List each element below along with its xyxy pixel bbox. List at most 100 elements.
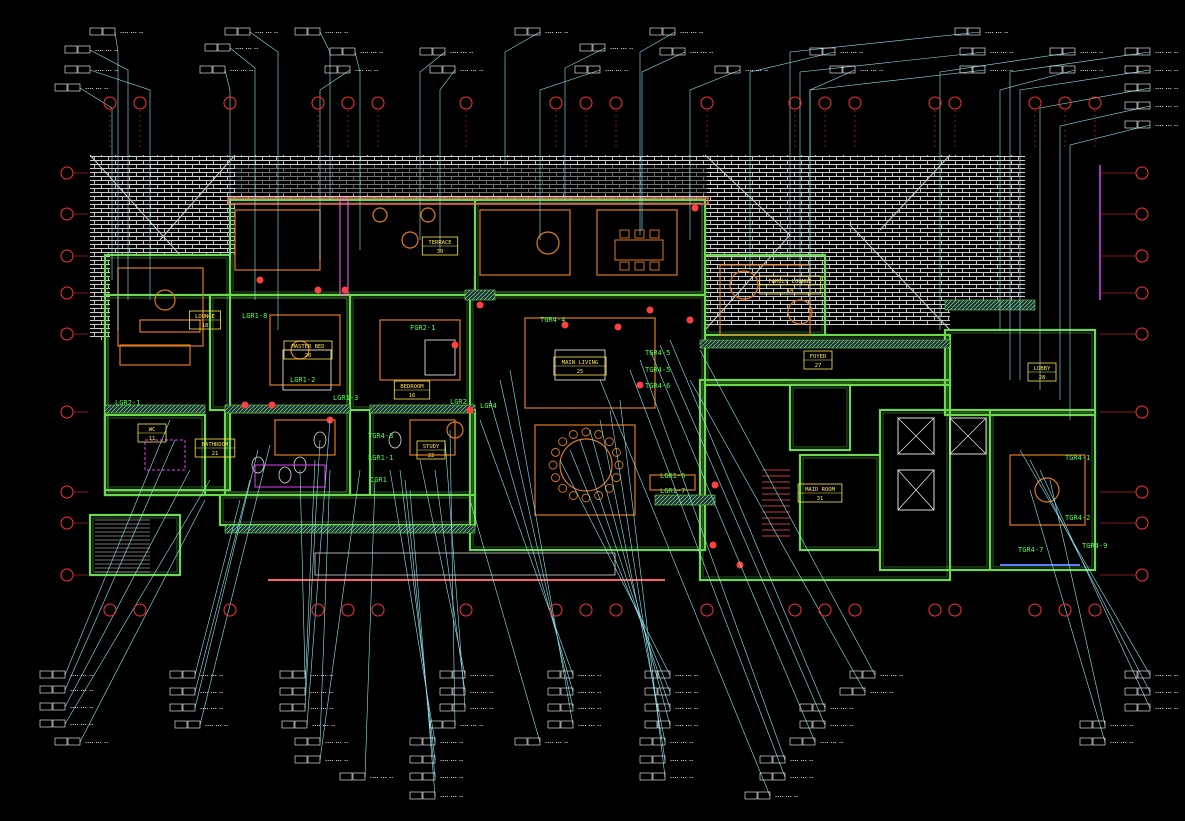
light-fixture-2	[314, 286, 322, 294]
furniture-outline-5	[379, 319, 461, 381]
hatched-wall-4	[699, 339, 951, 349]
leader-line-26	[1019, 69, 1151, 380]
room-tag-number-9: 22	[428, 453, 435, 459]
callout-note-60: •••• ••• ••	[675, 691, 698, 695]
callout-note-78: •••• ••• ••	[1110, 741, 1133, 745]
callout-tag-a-10	[419, 47, 433, 56]
lighting-group-label-8: LGR2	[450, 398, 467, 406]
lighting-group-label-19: LGR2-1	[115, 399, 140, 407]
leader-line-34	[79, 499, 206, 743]
callout-tag-b-44	[307, 755, 321, 764]
callout-tag-b-56	[560, 687, 574, 696]
elevator-shaft-1	[949, 417, 987, 455]
callout-tag-a-60	[644, 687, 658, 696]
callout-tag-a-68	[759, 755, 773, 764]
callout-tag-b-20	[967, 27, 981, 36]
grid-bubble-left-2	[60, 249, 74, 263]
elevator-shaft-2	[897, 469, 935, 511]
callout-note-49: •••• ••• ••	[440, 795, 463, 799]
callout-tag-b-74	[1137, 670, 1151, 679]
dining-chair-14	[604, 437, 614, 447]
room-tag-number-6: 27	[815, 363, 822, 369]
grid-bubble-right-5	[1135, 405, 1149, 419]
leader-line-28	[1059, 105, 1151, 400]
callout-tag-b-37	[182, 703, 196, 712]
callout-note-15: •••• ••• ••	[680, 31, 703, 35]
callout-tag-b-1	[77, 45, 91, 54]
grid-bubble-right-6	[1135, 485, 1149, 499]
callout-tag-b-67	[772, 772, 786, 781]
terrace-shadow	[235, 165, 707, 195]
callout-note-39: •••• ••• ••	[310, 674, 333, 678]
callout-tag-a-28	[1124, 101, 1138, 110]
callout-note-7: •••• ••• ••	[325, 31, 348, 35]
grid-bubble-bottom-1	[133, 603, 147, 617]
roof-hip-line-3	[879, 154, 951, 231]
callout-tag-b-61	[657, 703, 671, 712]
grid-bubble-top-16	[1028, 96, 1042, 110]
leader-line-33	[64, 479, 211, 725]
wall-inner-13	[372, 412, 473, 493]
leader-line-58	[509, 369, 574, 726]
elevator-cross-1	[949, 417, 987, 455]
callout-note-35: •••• ••• ••	[200, 674, 223, 678]
furniture-outline-4	[269, 314, 341, 386]
callout-tag-a-29	[1124, 120, 1138, 129]
grid-bubble-bottom-8	[579, 603, 593, 617]
callout-note-74: •••• ••• ••	[1155, 674, 1178, 678]
leader-line-14	[539, 69, 601, 240]
terrace-partition	[339, 199, 349, 296]
callout-tag-b-42	[294, 720, 308, 729]
callout-note-59: •••• ••• ••	[675, 674, 698, 678]
callout-tag-a-34	[54, 737, 68, 746]
leader-line-5	[229, 47, 256, 300]
room-tag-name-7: LOBBY	[1034, 366, 1051, 372]
callout-tag-a-25	[1124, 47, 1138, 56]
roof-hip-line-4	[849, 224, 951, 331]
callout-note-52: •••• ••• ••	[470, 707, 493, 711]
callout-note-32: •••• ••• ••	[70, 706, 93, 710]
callout-tag-a-9	[324, 65, 338, 74]
callout-tag-a-33	[39, 719, 53, 728]
callout-note-56: •••• ••• ••	[578, 691, 601, 695]
dining-chair-10	[558, 437, 568, 447]
callout-tag-b-51	[452, 687, 466, 696]
callout-tag-a-19	[829, 65, 843, 74]
lighting-labels-layer: LGR1-8FGR2-1TGR4-4TGR4-5TGR4-5TGR4-6LGR1…	[115, 312, 1107, 554]
callout-note-14: •••• ••• ••	[605, 69, 628, 73]
grid-bubble-bottom-14	[928, 603, 942, 617]
light-fixture-15	[561, 321, 569, 329]
furniture-outline-0	[117, 267, 204, 347]
leader-line-23	[939, 51, 1076, 330]
leader-line-22	[809, 69, 986, 310]
elevator-shaft-0	[897, 417, 935, 455]
callout-note-69: •••• ••• ••	[820, 741, 843, 745]
dining-chair-13	[594, 430, 604, 439]
callout-note-16: •••• ••• ••	[690, 51, 713, 55]
sanitary-fixture-4	[278, 466, 292, 484]
callout-tag-a-55	[547, 670, 561, 679]
bath-vanity	[254, 464, 326, 488]
wall-inner-12	[227, 412, 348, 493]
callout-note-3: •••• ••• ••	[85, 87, 108, 91]
callout-tag-b-71	[812, 703, 826, 712]
elevator-cross-0	[897, 417, 935, 455]
callout-tag-a-53	[429, 720, 443, 729]
lighting-group-label-10: LGR1-1	[368, 454, 393, 462]
callout-tag-b-73	[852, 687, 866, 696]
roof-tile-hatch-3	[950, 155, 1025, 300]
callout-tag-b-36	[182, 687, 196, 696]
callout-tag-a-3	[54, 83, 68, 92]
walls-layer	[88, 165, 1101, 582]
lighting-group-label-0: LGR1-8	[242, 312, 267, 320]
leader-line-1	[89, 49, 129, 300]
callout-note-0: •••• ••• ••	[120, 31, 143, 35]
room-tag-name-5: FAMILY LOUNGE	[768, 279, 811, 285]
dining-chair-5	[568, 491, 578, 500]
callout-note-43: •••• ••• ••	[325, 741, 348, 745]
lighting-group-label-6: LGR1-2	[290, 376, 315, 384]
callout-tag-a-39	[279, 670, 293, 679]
wall-inner-7	[472, 297, 703, 548]
leader-line-62	[589, 429, 671, 726]
